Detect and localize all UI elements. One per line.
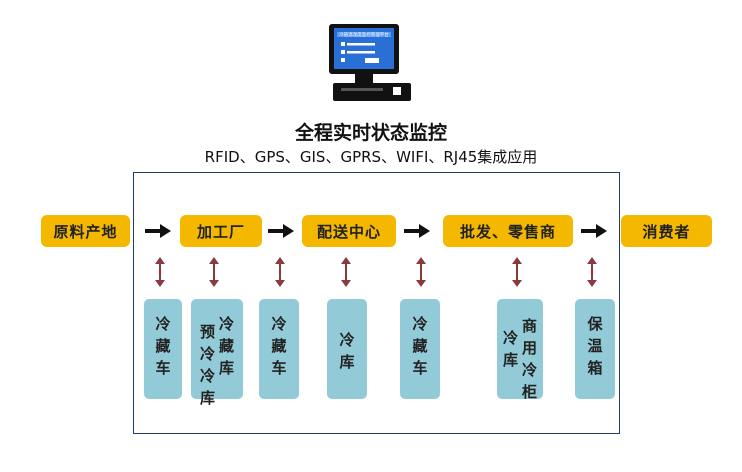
equipment-label: 冷藏库 (218, 315, 234, 377)
flow-arrow-icon (145, 224, 171, 238)
stage-origin: 原料产地 (41, 215, 130, 247)
equipment-refrigerated-truck: 冷藏车 (144, 299, 182, 399)
double-arrow-icon (587, 257, 597, 287)
stage-wholesale-retail: 批发、零售商 (443, 215, 573, 247)
flow-arrow-icon (404, 224, 430, 238)
monitoring-frame (133, 172, 620, 434)
equipment-label: 冷藏车 (271, 315, 287, 377)
double-arrow-icon (275, 257, 285, 287)
equipment-refrigerated-truck: 冷藏车 (400, 299, 440, 399)
equipment-label: 冷库 (502, 329, 518, 369)
diagram-subtitle: RFID、GPS、GIS、GPRS、WIFI、RJ45集成应用 (204, 148, 538, 166)
equipment-refrigerated-truck: 冷藏车 (259, 299, 299, 399)
double-arrow-icon (155, 257, 165, 287)
equipment-insulated-box: 保温箱 (575, 299, 615, 399)
equipment-cold-store: 冷库 (327, 299, 367, 399)
monitor-icon: 冷链温湿度监控管理平台 (329, 24, 411, 101)
diagram-title: 全程实时状态监控 (294, 122, 447, 144)
equipment-label: 冷藏车 (155, 315, 171, 377)
equipment-label: 冷藏车 (412, 315, 428, 377)
equipment-label: 预冷冷库 (199, 323, 215, 407)
double-arrow-icon (209, 257, 219, 287)
equipment-cold-storage: 冷藏库 预冷冷库 (191, 299, 243, 407)
equipment-label: 商用冷柜 (521, 317, 537, 401)
stage-distribution-center: 配送中心 (302, 215, 396, 247)
monitor-screen-text: 冷链温湿度监控管理平台 (339, 31, 389, 38)
double-arrow-icon (416, 257, 426, 287)
flow-arrow-icon (581, 224, 607, 238)
double-arrow-icon (512, 257, 522, 287)
double-arrow-icon (341, 257, 351, 287)
equipment-label: 保温箱 (587, 315, 603, 377)
equipment-commercial-freezer: 商用冷柜 冷库 (497, 299, 543, 401)
equipment-label: 冷库 (339, 331, 355, 371)
flow-arrow-icon (268, 224, 294, 238)
stage-consumer: 消费者 (621, 215, 712, 247)
stage-factory: 加工厂 (180, 215, 262, 247)
